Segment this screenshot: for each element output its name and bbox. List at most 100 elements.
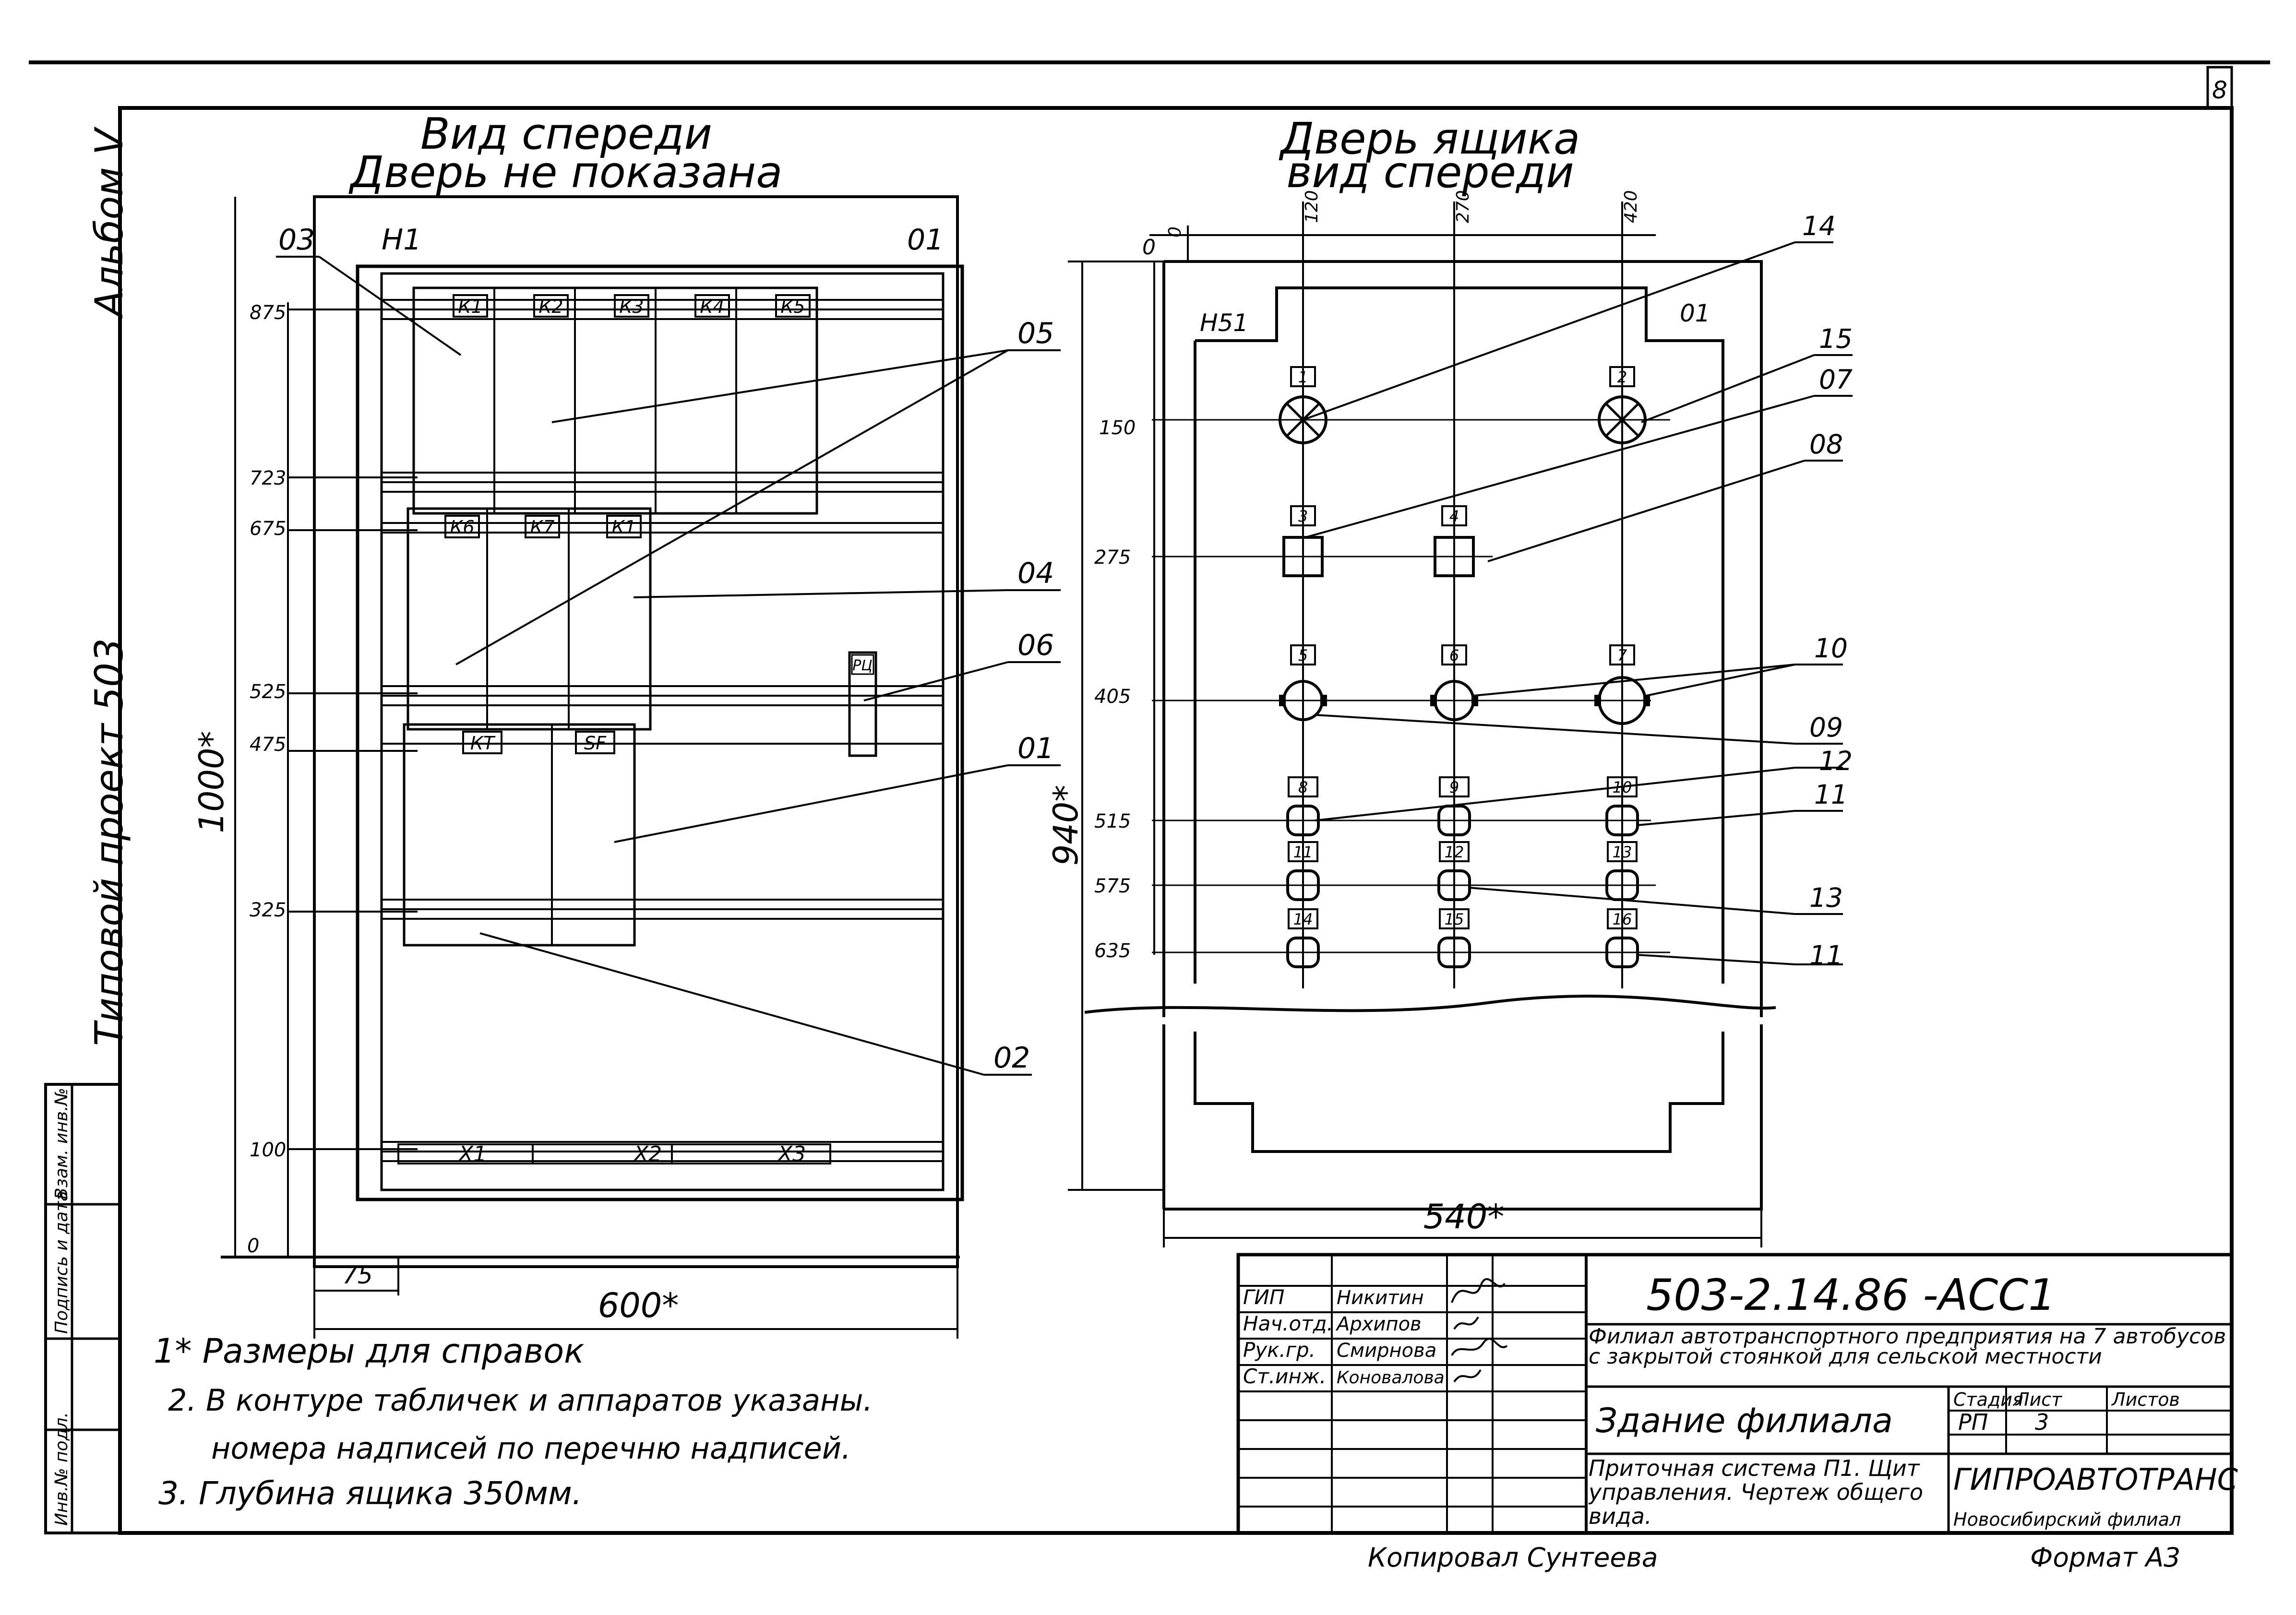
front-bottom-dims	[313, 1257, 958, 1339]
device-k1-second: К1	[611, 517, 636, 538]
device-k2: К2	[538, 296, 563, 317]
plate-13: 13	[1613, 843, 1632, 861]
callout-15: 15	[1819, 323, 1853, 354]
plate-14: 14	[1293, 910, 1313, 928]
door-dim-405: 405	[1094, 686, 1131, 708]
terminal-x1: X1	[458, 1142, 487, 1166]
role-senior-eng: Ст.инж.	[1243, 1365, 1326, 1388]
front-dim-875: 875	[250, 302, 286, 324]
front-leader-lines	[276, 256, 1061, 1076]
terminal-x2: X2	[633, 1142, 662, 1166]
document-code: 503-2.14.86 -АСС1	[1646, 1270, 2056, 1320]
project-title-box: Филиал автотранспортного предприятия на …	[1589, 1327, 2226, 1369]
project-label: Типовой проект 503	[87, 638, 132, 1046]
door-view-title: Дверь ящика	[1279, 114, 1580, 164]
stage-header: Стадия	[1953, 1389, 2023, 1410]
device-k5: К5	[780, 296, 805, 317]
page-number-box	[2206, 66, 2233, 109]
sheet-frame	[118, 106, 2234, 1535]
terminal-x3: X3	[777, 1142, 806, 1166]
door-dim-635: 635	[1094, 940, 1131, 962]
plate-15: 15	[1445, 910, 1464, 928]
front-dim-723: 723	[250, 467, 286, 489]
callout-06: 06	[1017, 629, 1054, 662]
plate-9: 9	[1449, 778, 1459, 796]
organization: ГИПРОАВТОТРАНС	[1953, 1462, 2238, 1497]
front-dim-75: 75	[342, 1261, 373, 1289]
note-3: 3. Глубина ящика 350мм.	[158, 1475, 582, 1512]
album-label: Альбом V	[87, 126, 132, 319]
door-break-line	[1084, 995, 1776, 1014]
device-row-1	[412, 286, 818, 515]
paper-format: Формат А3	[2030, 1542, 2180, 1573]
copied-by: Копировал Сунтеева	[1368, 1542, 1658, 1573]
plate-12: 12	[1445, 843, 1464, 861]
front-view-subtitle: Дверь не показана	[348, 147, 783, 198]
door-dimension-lines	[1068, 202, 1762, 1247]
door-dim-515: 515	[1094, 810, 1131, 832]
name-arkhipov: Архипов	[1335, 1313, 1422, 1335]
front-dimension-lines	[221, 197, 960, 1259]
front-o1-label: 01	[907, 223, 944, 257]
sheet-header: Лист	[2015, 1389, 2063, 1410]
plate-8: 8	[1298, 778, 1308, 796]
name-konovalova: Коновалова	[1337, 1368, 1445, 1388]
callout-12: 12	[1819, 746, 1853, 776]
building-name: Здание филиала	[1596, 1401, 1893, 1440]
callout-04: 04	[1017, 557, 1054, 590]
project-title: Филиал автотранспортного предприятия на …	[1589, 1327, 2226, 1369]
title-block-grid	[1236, 1253, 2234, 1535]
front-dim-100: 100	[250, 1139, 286, 1161]
device-k6: К6	[450, 517, 474, 538]
description-box: Приточная система П1. Щит управления. Че…	[1589, 1456, 1924, 1529]
callout-09: 09	[1809, 712, 1843, 743]
front-dim-525: 525	[250, 681, 286, 703]
note-1: 1* Размеры для справок	[154, 1331, 584, 1371]
signatures	[1451, 1278, 1508, 1383]
door-top-dim-420: 420	[1621, 190, 1641, 223]
door-row-635	[1152, 908, 1670, 968]
door-row-515	[1152, 776, 1651, 836]
door-outline	[1162, 260, 1763, 1211]
plate-16: 16	[1613, 910, 1632, 928]
callout-11-second: 11	[1809, 940, 1843, 971]
door-inner-contour	[1194, 286, 1724, 1153]
door-dim-275: 275	[1094, 546, 1131, 569]
branch: Новосибирский филиал	[1953, 1509, 2181, 1530]
stage-value: РП	[1958, 1409, 1988, 1435]
device-kt: КТ	[470, 733, 496, 754]
door-top-dim-120: 120	[1302, 190, 1322, 223]
door-h51-label: Н51	[1200, 309, 1248, 337]
front-height-dim: 1000*	[192, 731, 231, 833]
plate-3: 3	[1298, 507, 1308, 525]
callout-11: 11	[1814, 779, 1848, 810]
margin-inv-orig: Инв.№ подл.	[52, 1412, 72, 1526]
cabinet-body	[313, 195, 964, 1268]
name-nikitin: Никитин	[1337, 1287, 1424, 1309]
callout-05: 05	[1017, 317, 1054, 350]
callout-10: 10	[1814, 633, 1848, 664]
front-dim-675: 675	[250, 518, 286, 540]
device-row-1-labels	[453, 294, 811, 318]
page-number: 8	[2212, 76, 2227, 104]
door-leader-lines	[1303, 241, 1853, 965]
front-dim-0: 0	[247, 1235, 259, 1257]
sheet-description: Приточная система П1. Щит управления. Че…	[1589, 1456, 1924, 1529]
door-top-dim-270: 270	[1453, 190, 1473, 223]
door-row-275	[1152, 505, 1493, 577]
door-dim-150: 150	[1099, 417, 1136, 439]
device-k3: К3	[619, 296, 644, 317]
relay-block	[848, 651, 877, 757]
note-2: 2. В контуре табличек и аппаратов указан…	[168, 1383, 873, 1418]
sheet-value: 3	[2035, 1409, 2049, 1435]
relay-label: РЦ	[852, 657, 872, 674]
front-dim-325: 325	[250, 899, 286, 921]
door-row-405	[1152, 644, 1651, 725]
front-width-dim: 600*	[598, 1286, 679, 1325]
callout-03: 03	[278, 223, 315, 257]
plate-6: 6	[1449, 646, 1459, 665]
device-k4: К4	[700, 296, 724, 317]
device-k7: К7	[530, 517, 554, 538]
note-2-cont: номера надписей по перечню надписей.	[211, 1431, 851, 1466]
